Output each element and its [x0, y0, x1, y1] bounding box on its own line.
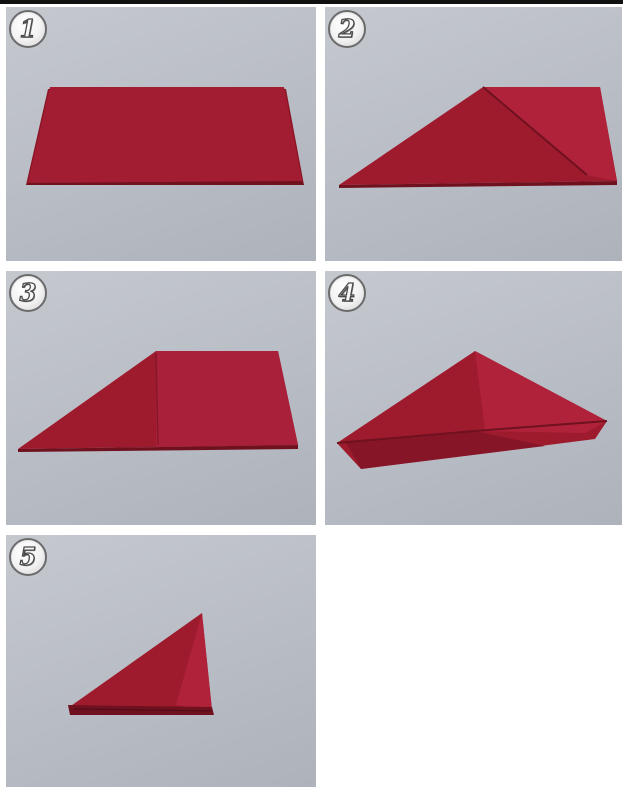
step-number: 4	[339, 281, 356, 305]
step-1-panel: 1	[6, 7, 316, 261]
step-number-badge: 4	[328, 274, 366, 312]
step-number: 3	[20, 281, 37, 305]
step-number-badge: 5	[9, 538, 47, 576]
step-4-panel: 4	[325, 271, 622, 525]
napkin-third-fold	[325, 271, 622, 525]
step-5-panel: 5	[6, 535, 316, 787]
napkin-final-fold	[6, 535, 316, 787]
step-number-badge: 2	[328, 10, 366, 48]
napkin-first-fold	[325, 7, 622, 261]
step-3-panel: 3	[6, 271, 316, 525]
step-number: 5	[20, 545, 37, 569]
step-number: 1	[20, 17, 37, 41]
step-number-badge: 3	[9, 274, 47, 312]
napkin-flat-rectangle	[6, 7, 316, 261]
step-number-badge: 1	[9, 10, 47, 48]
step-2-panel: 2	[325, 7, 622, 261]
top-border	[0, 0, 623, 4]
napkin-second-fold	[6, 271, 316, 525]
step-number: 2	[339, 17, 356, 41]
